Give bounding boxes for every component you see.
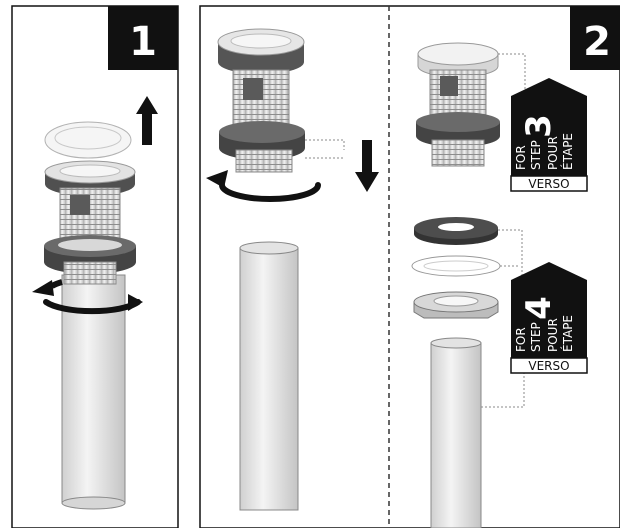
callout-3-verso: VERSO [528,177,569,191]
callout-3-line-4: ÉTAPE [560,133,575,170]
tube-top [239,241,299,255]
rotate-arrow-icon [32,279,143,315]
callout-4-line-4: ÉTAPE [560,315,575,352]
tailpiece-tube [430,342,482,528]
drain-assembly-with-nut [416,42,500,167]
step-1-border [11,5,179,528]
callout-3-line-1: FOR [514,145,528,170]
drain-assembly-installed [217,28,305,173]
callout-4-line-2: STEP [529,322,543,352]
callout-4-verso: VERSO [528,359,569,373]
overflow-slot [70,195,90,215]
flange-rim [59,164,121,178]
tube-top [430,337,482,349]
step-2-border [199,5,620,528]
callout-4-line-1: FOR [514,327,528,352]
hex-nut [413,291,499,319]
leader-line [498,53,526,96]
drain-cap [44,121,132,159]
step-1-number-badge [108,6,178,70]
friction-washer [411,255,501,277]
tailpiece-tube [239,247,299,511]
callout-3-number: 3 [519,114,559,138]
step-1-panel: 1 [11,5,179,528]
lower-thread [63,261,117,285]
callout-step-4: 4 FOR STEP POUR ÉTAPE VERSO [510,262,588,374]
rotate-arrow-icon [206,170,321,202]
step-1-number: 1 [129,19,157,65]
arrow-up-icon [136,96,158,145]
callout-4-line-3: POUR [546,318,560,352]
step-2-panel: 2 [199,5,620,528]
rubber-gasket [414,217,498,245]
step-2-number-badge [570,6,620,70]
tube-bottom [61,496,126,510]
leader-line [498,229,523,280]
step-2-number: 2 [583,19,611,65]
callout-step-3: 3 FOR STEP POUR ÉTAPE VERSO [510,78,588,192]
callout-4-number: 4 [519,296,559,320]
lock-nut-hole [58,239,122,251]
callout-3-line-2: STEP [529,140,543,170]
arrow-down-icon [355,140,379,192]
callout-3-line-3: POUR [546,136,560,170]
leader-line [305,139,345,150]
